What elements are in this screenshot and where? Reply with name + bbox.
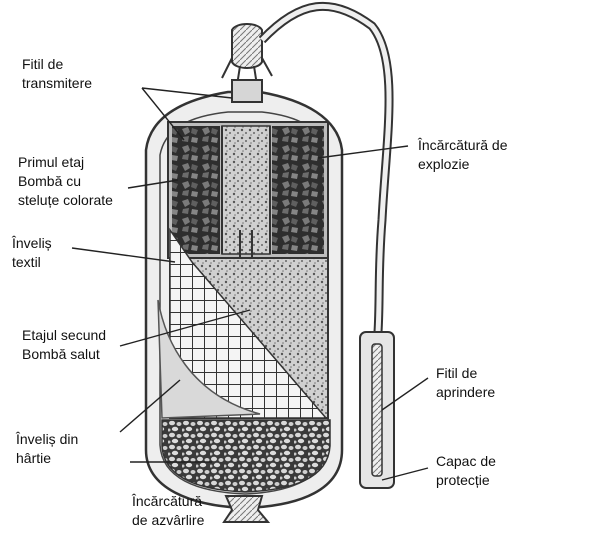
fuse-inside-cap [371, 343, 383, 477]
top-neck [231, 79, 263, 103]
paper-cover-flap [157, 299, 261, 419]
label-first-stage: Primul etaj Bombă cu steluțe colorate [18, 154, 113, 208]
first-stage-dividers [221, 126, 271, 258]
colored-stars-left [172, 126, 220, 254]
label-textile-cover: Înveliș textil [12, 235, 52, 270]
label-burst-charge: Încărcătură de explozie [418, 137, 508, 172]
top-tie-tails [221, 57, 273, 93]
lift-charge-fill [161, 419, 331, 493]
colored-stars-right [272, 126, 324, 254]
label-second-stage: Etajul secund Bombă salut [22, 327, 107, 362]
top-knot [231, 23, 263, 69]
label-paper-cover: Înveliș din hârtie [16, 431, 79, 466]
label-ignition-fuse: Fitil de aprindere [436, 365, 496, 400]
bottom-knot [222, 495, 271, 523]
label-lift-charge: Încărcătură de azvârlire [132, 493, 205, 528]
burst-charge-core [221, 125, 271, 255]
ignition-fuse-cord-inner [260, 3, 392, 333]
label-transmission-fuse: Fitil de transmitere [22, 56, 93, 91]
leader-lines [71, 87, 429, 481]
label-protective-cap: Capac de protecție [436, 453, 496, 488]
